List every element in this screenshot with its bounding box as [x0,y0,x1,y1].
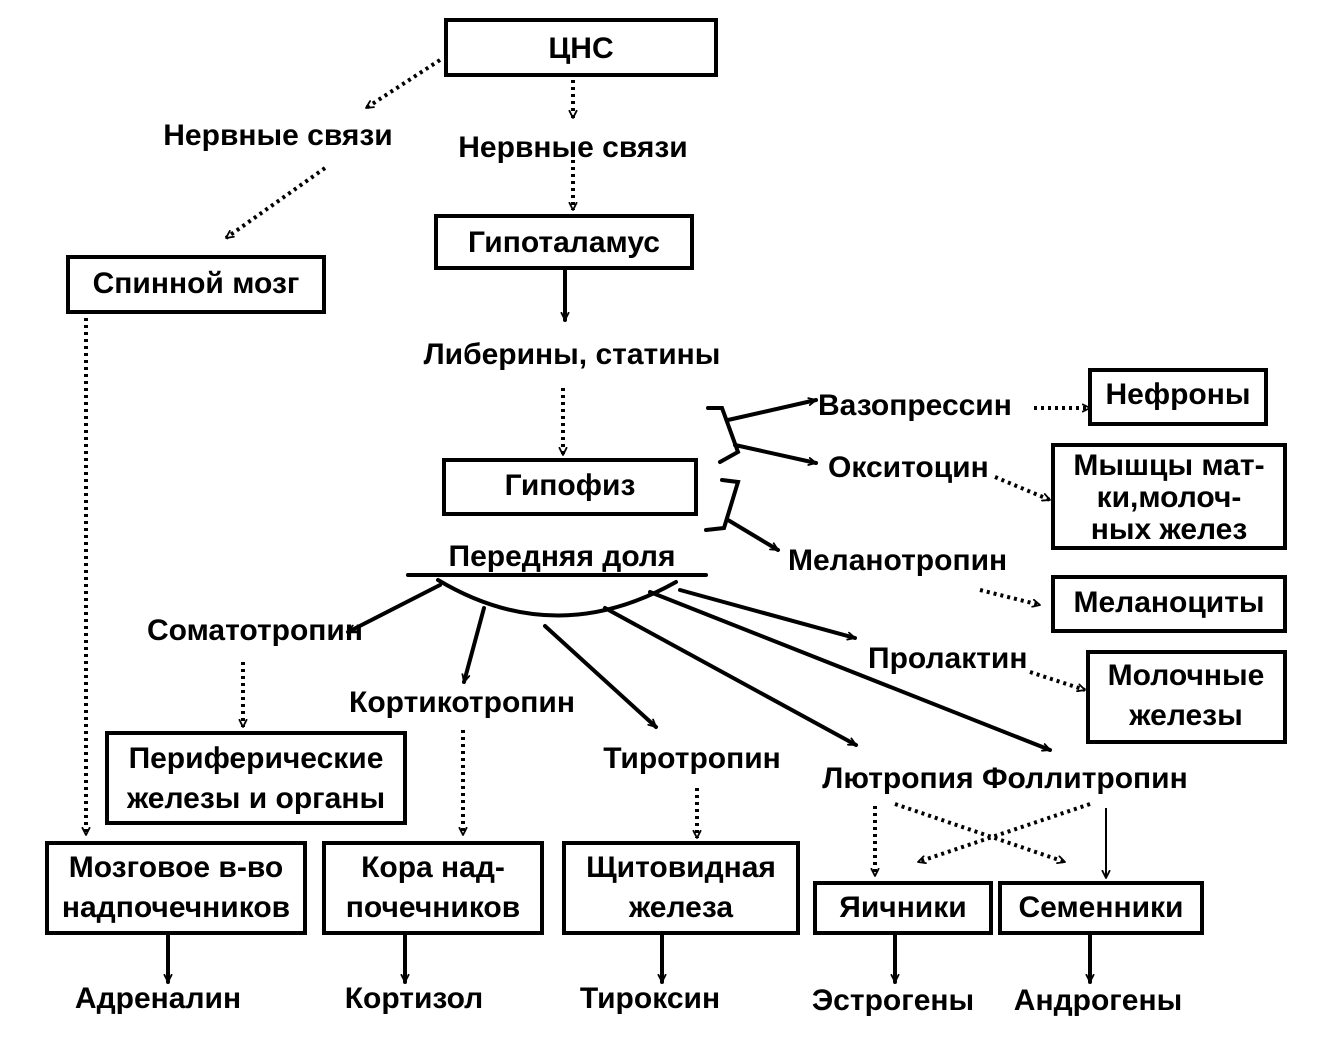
arrow-to-thyrotropin [543,624,658,729]
ovaries-label: Яичники [839,891,966,924]
thyroid-box [562,841,800,935]
vasopressin-label: Вазопрессин [818,389,1012,422]
uterus-muscles-box [1051,443,1287,550]
uterus-muscles-line-2: ки,молоч- [1097,481,1242,514]
posterior-lobe-bracket-top [706,406,741,464]
melanotropin-label: Меланотропин [788,544,1007,577]
cns-box [444,18,718,77]
arrow-follitropin-ovaries [917,802,1091,865]
arrow-cns-nerve-left [364,58,442,110]
nephrons-box [1088,368,1268,426]
pituitary-box [442,458,698,516]
mammary-line-1: Молочные [1108,659,1265,692]
cortisol-label: Кортизол [345,982,484,1015]
oxytocin-label: Окситоцин [828,451,989,484]
adrenaline-label: Адреналин [75,982,241,1015]
uterus-muscles-line-3: ных желез [1091,513,1248,546]
arrow-to-lutropin [603,606,858,747]
arrow-to-melanotropin [726,518,780,552]
uterus-muscles-line-1: Мышцы мат- [1073,449,1264,482]
arrow-to-somatotropin [346,583,442,634]
nerve-connections-left-label: Нервные связи [163,119,392,152]
arrow-melanotropin-melanocytes [979,588,1041,608]
nerve-connections-center-label: Нервные связи [458,131,687,164]
lutropin-follitropin-label: Лютропия Фоллитропин [822,762,1187,795]
adrenal-medulla-box [45,841,307,935]
peripheral-line-1: Периферические [129,742,384,775]
arrow-to-oxytocin [733,443,818,466]
peripheral-glands-box [105,731,407,825]
arrow-to-prolactin [678,588,857,641]
nephrons-label: Нефроны [1106,378,1251,411]
thyroid-line-1: Щитовидная [586,851,776,884]
melanocytes-box [1051,575,1287,633]
anterior-lobe-arc [436,578,678,618]
thyroid-line-2: железа [628,891,733,924]
thyroxine-label: Тироксин [580,982,720,1015]
anterior-lobe-label: Передняя доля [449,540,676,573]
thyrotropin-label: Тиротропин [603,742,781,775]
mammary-line-2: железы [1128,699,1242,732]
melanocytes-label: Меланоциты [1073,586,1264,619]
arrow-prolactin-mammary [1029,670,1086,693]
pituitary-label: Гипофиз [505,469,636,502]
androgens-label: Андрогены [1014,984,1182,1017]
arrow-to-corticotropin [461,606,486,684]
arrow-to-follitropin [648,590,1052,752]
spinal-cord-box [66,255,326,314]
adrenal-medulla-line-1: Мозговое в-во [69,851,283,884]
adrenal-cortex-line-1: Кора над- [361,851,505,884]
arrow-nerve-spinal [224,166,327,240]
posterior-lobe-bracket-bottom [704,478,741,532]
arrow-to-vasopressin [726,397,818,422]
cns-label: ЦНС [548,32,613,65]
adrenal-cortex-line-2: почечников [346,891,520,924]
arrow-oxytocin-uterus [994,475,1051,502]
testes-label: Семенники [1019,891,1184,924]
corticotropin-label: Кортикотропин [349,686,575,719]
prolactin-label: Пролактин [868,642,1027,675]
somatotropin-label: Соматотропин [147,614,363,647]
adrenal-cortex-box [322,841,544,935]
hypothalamus-label: Гипоталамус [468,226,660,259]
spinal-cord-label: Спинной мозг [93,267,300,300]
liberins-statins-label: Либерины, статины [424,338,721,371]
arrow-lutropin-testes [894,802,1066,864]
ovaries-box [813,881,993,935]
hypothalamus-box [434,214,694,270]
estrogens-label: Эстрогены [812,984,974,1017]
peripheral-line-2: железы и органы [126,782,385,815]
testes-box [998,881,1204,935]
adrenal-medulla-line-2: надпочечников [62,891,290,924]
mammary-glands-box [1086,650,1287,744]
